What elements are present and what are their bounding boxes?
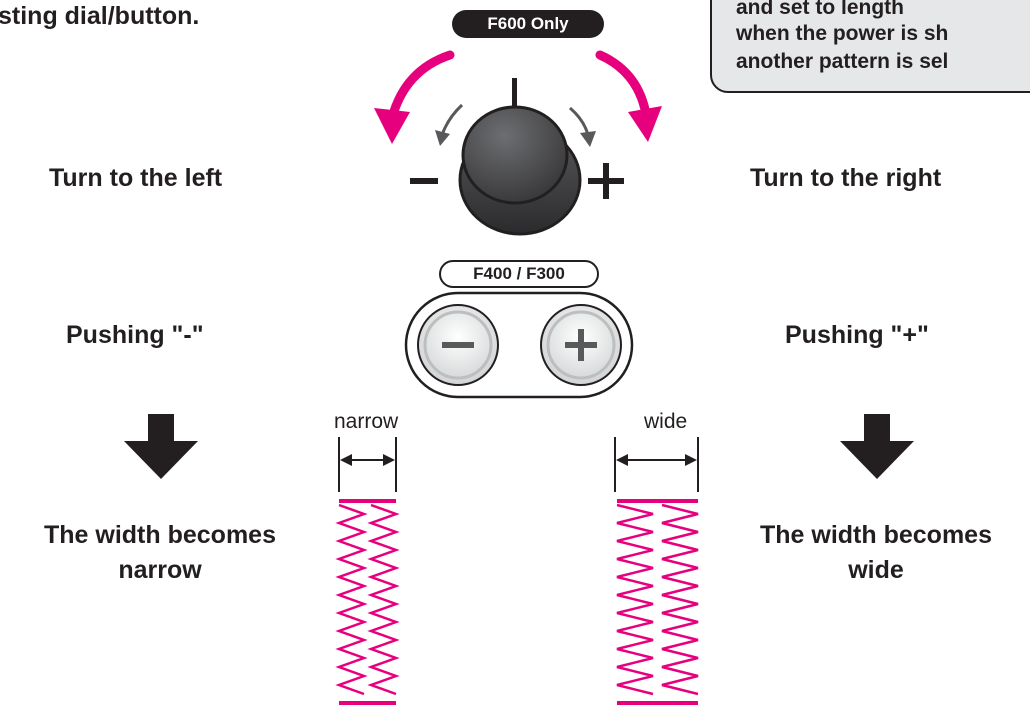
turn-right-arrow-icon xyxy=(595,50,662,142)
stitch-zigzag xyxy=(367,503,400,696)
down-arrow-right-icon xyxy=(840,414,914,479)
push-plus-label: Pushing "+" xyxy=(785,321,929,349)
narrow-label: narrow xyxy=(334,410,399,433)
plus-icon xyxy=(565,329,597,361)
stitch-zigzag xyxy=(661,503,699,696)
minus-button xyxy=(417,304,499,386)
plus-button xyxy=(540,304,622,386)
result-line: wide xyxy=(848,556,904,584)
dial-minus-icon xyxy=(410,178,438,184)
f400-f300-badge: F400 / F300 xyxy=(439,260,599,288)
wide-width-indicator xyxy=(614,437,699,492)
stitch-zigzag xyxy=(335,503,368,696)
note-line: when the power is sh xyxy=(736,22,949,45)
small-right-arrow-icon xyxy=(569,106,596,147)
note-line: another pattern is sel xyxy=(736,50,949,73)
turn-left-arrow-icon xyxy=(374,50,455,144)
dial-plus-icon xyxy=(588,163,624,199)
result-narrow-text: The width becomes narrow xyxy=(0,518,320,588)
result-line: The width becomes xyxy=(760,521,992,549)
result-line: narrow xyxy=(118,556,202,584)
wide-stitch-pattern xyxy=(616,499,699,705)
narrow-stitch-pattern xyxy=(335,499,400,705)
push-minus-label: Pushing "-" xyxy=(66,321,204,349)
minus-icon xyxy=(442,342,474,348)
stitch-zigzag xyxy=(616,503,654,696)
instruction-heading: sting dial/button. xyxy=(0,2,200,30)
small-left-arrow-icon xyxy=(435,103,464,146)
turn-left-label: Turn to the left xyxy=(49,164,223,192)
narrow-width-indicator xyxy=(338,437,397,492)
wide-label: wide xyxy=(644,410,688,433)
result-wide-text: The width becomes wide xyxy=(716,518,1030,588)
note-box xyxy=(710,0,1030,93)
turn-right-label: Turn to the right xyxy=(750,164,942,192)
note-line: and set to length xyxy=(736,0,904,19)
adjustment-dial-icon xyxy=(458,105,582,236)
down-arrow-left-icon xyxy=(124,414,198,479)
f600-only-badge: F600 Only xyxy=(452,10,604,38)
result-line: The width becomes xyxy=(44,521,276,549)
dial-tick-mark xyxy=(512,78,517,108)
